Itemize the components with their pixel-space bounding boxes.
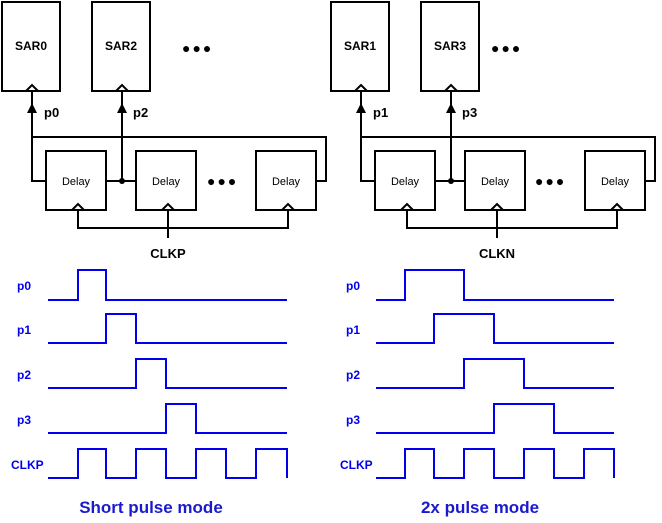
waveform-p3 <box>48 403 287 434</box>
delay-3-clock-notch <box>610 202 624 211</box>
waveform-p1 <box>376 313 614 344</box>
sar0-clock-notch <box>25 83 39 92</box>
ellipsis-dots: ●●● <box>182 40 213 56</box>
right-arrows <box>356 103 456 184</box>
delay-label: Delay <box>391 176 420 188</box>
delay-label: Delay <box>62 176 91 188</box>
clkn-bus <box>406 210 618 229</box>
waveform-label: p3 <box>346 413 360 427</box>
sar-label: SAR3 <box>434 39 466 53</box>
delay-2-clock-notch <box>490 202 504 211</box>
delay-label: Delay <box>272 176 301 188</box>
right-waveforms <box>376 269 615 479</box>
sar-label: SAR2 <box>105 39 137 53</box>
delay-block-3 <box>584 150 646 211</box>
sar3-clock-notch <box>444 83 458 92</box>
ellipsis-dots: ●●● <box>535 173 566 189</box>
ellipsis-dots: ●●● <box>491 40 522 56</box>
waveform-p0 <box>48 269 287 301</box>
right-labels: SAR1 SAR3 ●●● p1 p3 Delay Delay Delay ●●… <box>344 39 630 261</box>
pointer-label: p3 <box>462 105 477 120</box>
mode-caption: 2x pulse mode <box>421 498 539 517</box>
left-waveforms <box>48 269 288 479</box>
waveform-label: p2 <box>17 368 31 382</box>
right-schematic <box>330 1 656 238</box>
waveform-clkp <box>376 448 615 479</box>
right-waveform-labels: p0 p1 p2 p3 CLKP <box>340 279 373 472</box>
clock-label: CLKP <box>150 246 186 261</box>
waveform-label: p2 <box>346 368 360 382</box>
delay-1-clock-notch <box>71 202 85 211</box>
feedback-wire <box>31 137 46 182</box>
junction-dot <box>448 178 454 184</box>
sar-label: SAR1 <box>344 39 376 53</box>
delay-label: Delay <box>481 176 510 188</box>
waveform-p3 <box>376 403 614 434</box>
left-schematic <box>1 1 327 238</box>
delay-3-clock-notch <box>281 202 295 211</box>
delay-1-clock-notch <box>400 202 414 211</box>
sar1-clock-notch <box>354 83 368 92</box>
delay-label: Delay <box>601 176 630 188</box>
waveform-label: p1 <box>346 323 360 337</box>
waveform-label: p1 <box>17 323 31 337</box>
left-labels: SAR0 SAR2 ●●● p0 p2 Delay Delay Delay ●●… <box>15 39 301 261</box>
waveform-clkp <box>48 448 288 479</box>
delay-block-2 <box>464 150 526 211</box>
waveform-p2 <box>48 358 287 389</box>
sar3-block <box>420 1 480 92</box>
waveform-p0 <box>376 269 614 301</box>
waveform-label: CLKP <box>340 458 373 472</box>
waveform-label: p3 <box>17 413 31 427</box>
junction-dot <box>119 178 125 184</box>
delay-label: Delay <box>152 176 181 188</box>
waveform-label: p0 <box>346 279 360 293</box>
ellipsis-dots: ●●● <box>207 173 238 189</box>
sar0-block <box>1 1 61 92</box>
waveform-p2 <box>376 358 614 389</box>
arrow-up-icon <box>117 103 127 113</box>
arrow-up-icon <box>356 103 366 113</box>
mode-caption: Short pulse mode <box>79 498 223 517</box>
pointer-label: p0 <box>44 105 59 120</box>
left-arrows <box>27 103 127 184</box>
clock-label: CLKN <box>479 246 515 261</box>
delay-block-2 <box>135 150 197 211</box>
delay-2-clock-notch <box>161 202 175 211</box>
waveform-p1 <box>48 313 287 344</box>
left-waveform-labels: p0 p1 p2 p3 CLKP <box>11 279 44 472</box>
sar2-block <box>91 1 151 92</box>
waveform-label: p0 <box>17 279 31 293</box>
sar-label: SAR0 <box>15 39 47 53</box>
arrow-up-icon <box>446 103 456 113</box>
delay-block-3 <box>255 150 317 211</box>
arrow-up-icon <box>27 103 37 113</box>
pointer-label: p2 <box>133 105 148 120</box>
sar2-clock-notch <box>115 83 129 92</box>
feedback-wire <box>360 137 375 182</box>
clkp-bus <box>77 210 289 229</box>
delay-block-1 <box>45 150 107 211</box>
pointer-label: p1 <box>373 105 388 120</box>
waveform-label: CLKP <box>11 458 44 472</box>
